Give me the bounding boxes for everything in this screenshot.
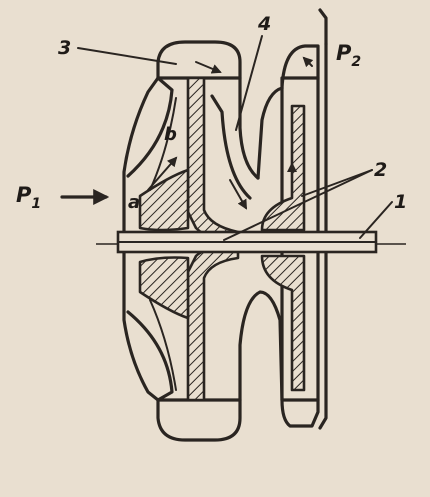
volute-arrow [195,61,222,74]
impeller-eye-upper [138,168,190,232]
outlet-arrow-p2 [302,56,314,68]
second-impeller [260,104,306,392]
label-p2: P2 [336,41,361,70]
leader-1 [359,201,393,239]
label-2: 2 [374,159,387,181]
shroud-upper-left [126,76,174,178]
first-impeller [138,76,240,402]
inlet-wall-upper [122,76,160,234]
first-stage-casing [122,40,242,442]
label-1: 1 [394,191,407,213]
shaft [96,230,406,254]
blade-line-lower [149,299,177,391]
upper-volute-right [280,44,320,90]
label-3: 3 [58,37,71,59]
crossover-arrow [229,179,247,210]
impeller-hub-lower [186,247,240,402]
flow-arrows [60,56,314,210]
second-impeller-lower [260,254,306,392]
leader-2b [223,169,373,241]
shroud-lower-left [126,310,174,402]
leader-2a [301,169,373,197]
flow-arrow-a-b [147,156,178,191]
crossover-lower [238,290,284,402]
lower-volute-left [156,398,242,442]
label-p1: P1 [16,183,41,212]
upper-volute-left [156,40,242,80]
label-b: b [164,124,177,145]
crossover-left-upper [238,76,260,180]
outer-wall-lower [318,250,328,430]
leader-lines [77,35,393,241]
label-a: a [128,192,140,213]
impeller-eye-lower [138,256,190,320]
labels: 3 4 P2 P1 2 1 a b [16,13,407,213]
label-4: 4 [257,13,271,35]
lower-volute-right [280,398,320,428]
second-stage-casing [280,8,328,430]
leader-4 [235,35,263,131]
second-impeller-upper [260,104,306,232]
crossover-channel [210,76,284,402]
leader-3 [77,47,177,65]
outlet-flange-upper [318,8,328,46]
crossover-return-upper [256,86,284,180]
blade-line-upper [149,97,177,191]
inlet-wall-lower [122,250,160,402]
crossover-inner-upper [210,94,252,200]
